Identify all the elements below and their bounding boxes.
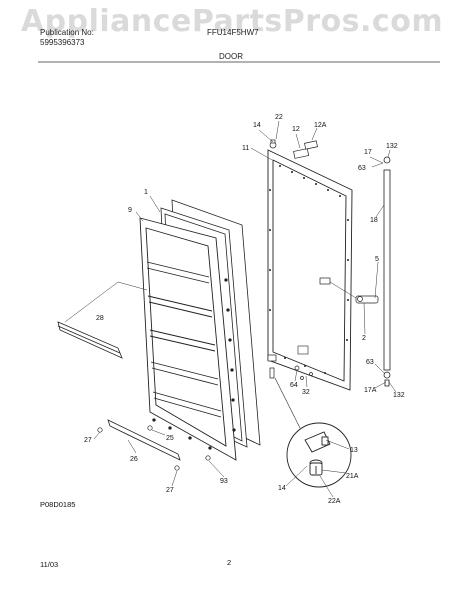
callout-17A: 17A — [364, 387, 377, 394]
panel-label-plate — [297, 345, 309, 355]
left-leaders — [93, 195, 225, 487]
figure-code: P08D0185 — [40, 500, 75, 509]
door-bottom-bar — [107, 419, 181, 461]
bottom-hinge-parts — [267, 354, 313, 380]
callout-26: 26 — [130, 456, 138, 463]
callout-63b: 63 — [366, 359, 374, 366]
callout-11: 11 — [242, 145, 249, 152]
callout-63: 63 — [358, 165, 366, 172]
callout-12A: 12A — [314, 122, 327, 129]
callout-28: 28 — [96, 315, 104, 322]
site-watermark: AppliancePartsPros.com — [20, 4, 444, 39]
top-hinge-parts — [269, 139, 318, 159]
callout-2: 2 — [362, 335, 366, 342]
callout-13: 13 — [350, 447, 358, 454]
callout-9: 9 — [128, 207, 132, 214]
callout-12: 12 — [292, 126, 300, 133]
shelf-bar-28 — [57, 321, 123, 359]
callout-21A: 21A — [346, 473, 359, 480]
callout-64: 64 — [290, 382, 298, 389]
callout-27b: 27 — [166, 487, 174, 494]
callout-1: 1 — [144, 189, 148, 196]
door-liner — [139, 217, 237, 461]
leader — [117, 281, 148, 291]
callout-5: 5 — [375, 256, 379, 263]
footer-date: 11/03 — [40, 560, 58, 569]
door-rod — [383, 156, 391, 387]
leader — [64, 281, 119, 323]
callout-17: 17 — [364, 149, 372, 156]
callout-25: 25 — [166, 435, 174, 442]
screw-group — [97, 425, 211, 471]
callout-18: 18 — [370, 217, 378, 224]
callout-labels: 1 9 28 27 25 26 27 93 11 14 22 12 12A 17… — [84, 114, 405, 505]
door-outer-panel — [267, 149, 353, 391]
callout-32: 32 — [302, 389, 310, 396]
callout-132: 132 — [386, 143, 398, 150]
model-number: FFU14F5HW7 — [207, 28, 259, 37]
footer-page-number: 2 — [227, 558, 231, 567]
publication-label: Publication No: — [40, 28, 94, 37]
callout-22: 22 — [275, 114, 283, 121]
callout-27: 27 — [84, 437, 92, 444]
callout-14b: 14 — [278, 485, 286, 492]
callout-93: 93 — [220, 478, 228, 485]
callout-132b: 132 — [393, 392, 405, 399]
callout-14: 14 — [253, 122, 261, 129]
detail-circle — [286, 422, 352, 488]
section-title: DOOR — [219, 52, 243, 61]
latch-bracket — [319, 277, 379, 304]
publication-number: 5995396373 — [40, 38, 85, 47]
panel-screw-holes — [269, 165, 349, 374]
callout-22A: 22A — [328, 498, 341, 505]
detail-leader — [274, 377, 301, 429]
leader — [329, 281, 357, 299]
right-leaders — [250, 120, 397, 498]
